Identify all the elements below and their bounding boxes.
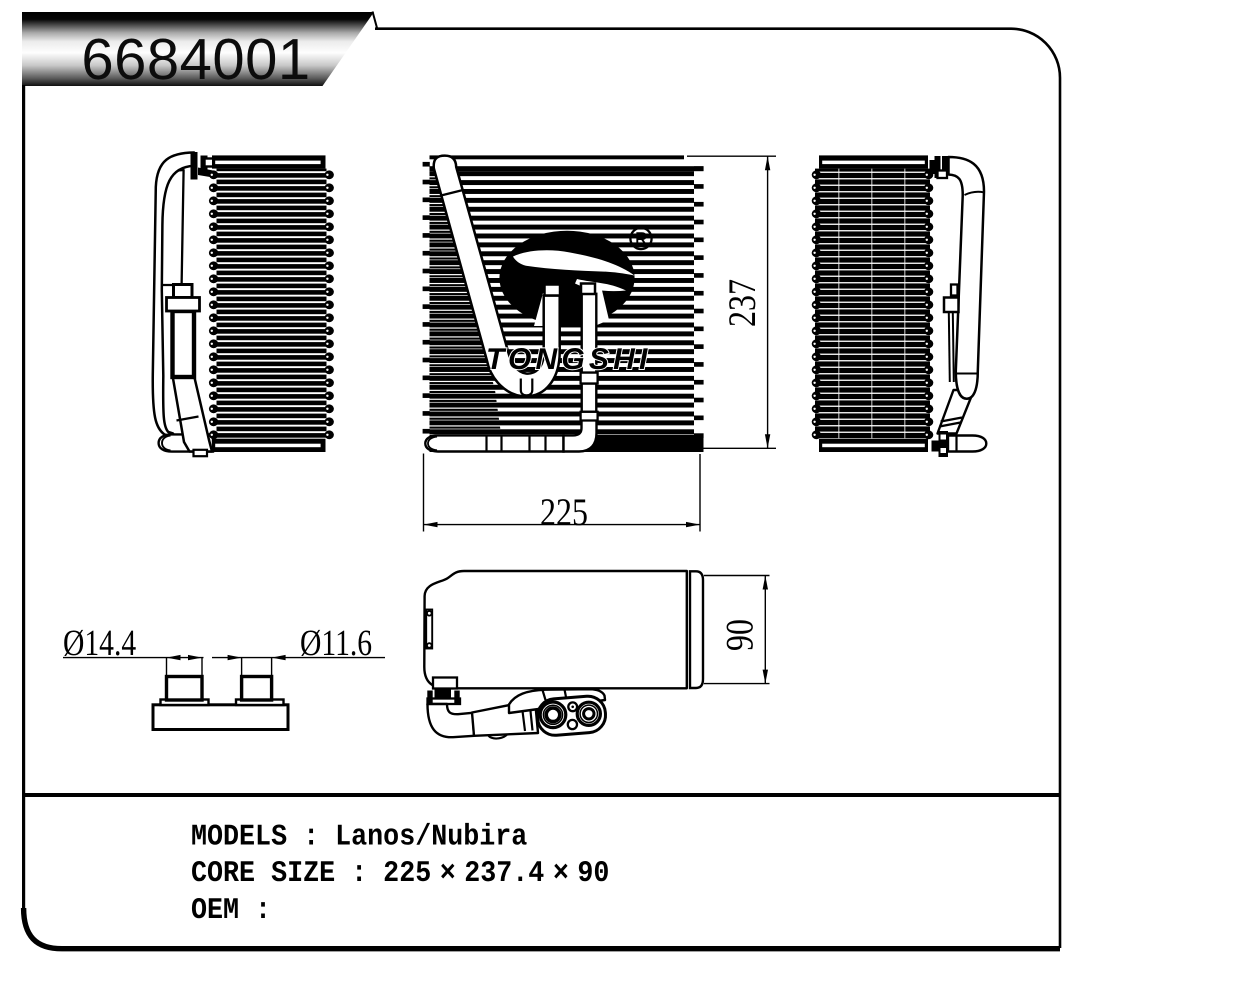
svg-text:Ø11.6: Ø11.6 [300, 623, 372, 664]
svg-text:TONGSHI: TONGSHI [486, 343, 652, 376]
svg-text:6684001: 6684001 [81, 27, 310, 92]
svg-text:MODELS : Lanos/Nubira: MODELS : Lanos/Nubira [191, 821, 527, 855]
svg-text:Ø14.4: Ø14.4 [63, 623, 136, 664]
svg-text:90: 90 [719, 619, 762, 651]
svg-text:CORE SIZE : 225×237.4×90: CORE SIZE : 225×237.4×90 [191, 858, 609, 892]
svg-text:237: 237 [721, 279, 764, 327]
svg-text:225: 225 [540, 491, 588, 534]
svg-text:OEM :: OEM : [191, 894, 271, 928]
